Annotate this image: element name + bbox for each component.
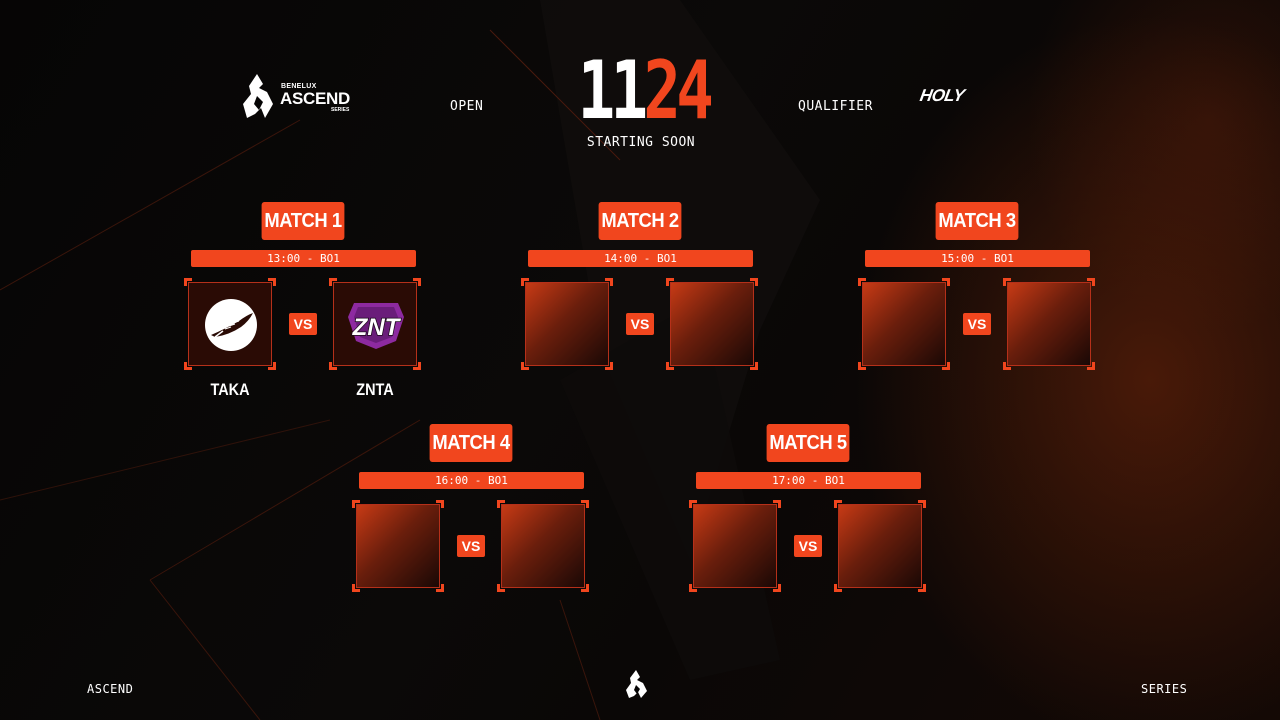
team-slot-a [352,500,444,592]
match-2: MATCH 2 14:00 - BO1 VS [521,202,765,402]
match-5: MATCH 5 17:00 - BO1 VS [689,424,933,624]
footer-right-text: SERIES [1141,682,1188,696]
countdown-minutes: 11 [577,44,648,137]
match-time: 13:00 - BO1 [191,250,416,267]
holy-logo: HOLY [918,86,966,105]
label-qualifier: QUALIFIER [798,99,873,114]
footer-left-text: ASCEND [87,682,134,696]
match-3: MATCH 3 15:00 - BO1 VS [858,202,1102,402]
taka-logo-icon [205,299,257,351]
svg-text:ZNT: ZNT [352,314,402,341]
ascend-logo: BENELUX ASCEND SERIES [243,74,363,120]
vs-badge: VS [963,313,991,335]
team-card [188,282,272,366]
brand-small: BENELUX [281,83,317,90]
team-name-b: ZNTA [356,380,394,399]
team-card-empty [1007,282,1091,366]
match-4: MATCH 4 16:00 - BO1 VS [352,424,596,624]
team-slot-b [834,500,926,592]
team-slot-b [666,278,758,370]
match-time: 14:00 - BO1 [528,250,753,267]
team-card: ZNT [333,282,417,366]
team-slot-a [521,278,613,370]
match-title: MATCH 4 [429,424,513,462]
team-card-empty [838,504,922,588]
team-card-empty [693,504,777,588]
match-1: MATCH 1 13:00 - BO1 VS ZNT TAKA ZNTA [184,202,428,402]
team-card-empty [862,282,946,366]
countdown-seconds: 24 [643,44,713,137]
brand-main: ASCEND [280,89,350,108]
starting-soon-text: STARTING SOON [586,135,696,150]
team-slot-a [184,278,276,370]
match-time: 15:00 - BO1 [865,250,1090,267]
countdown-timer: 1124 [560,50,720,136]
match-title: MATCH 3 [935,202,1019,240]
team-slot-a [858,278,950,370]
vs-badge: VS [289,313,317,335]
team-slot-b [1003,278,1095,370]
team-slot-b [497,500,589,592]
znt-logo-icon: ZNT [348,303,404,349]
vs-badge: VS [457,535,485,557]
team-card-empty [670,282,754,366]
match-time: 17:00 - BO1 [696,472,921,489]
vs-badge: VS [626,313,654,335]
team-name-a: TAKA [210,380,250,399]
match-title: MATCH 1 [261,202,345,240]
flame-icon [243,74,273,118]
brand-sub: SERIES [331,107,350,113]
match-title: MATCH 5 [766,424,850,462]
team-slot-b: ZNT [329,278,421,370]
match-time: 16:00 - BO1 [359,472,584,489]
match-title: MATCH 2 [598,202,682,240]
label-open: OPEN [450,99,484,114]
team-card-empty [501,504,585,588]
flame-icon [626,670,647,698]
team-slot-a [689,500,781,592]
team-card-empty [525,282,609,366]
vs-badge: VS [794,535,822,557]
team-card-empty [356,504,440,588]
